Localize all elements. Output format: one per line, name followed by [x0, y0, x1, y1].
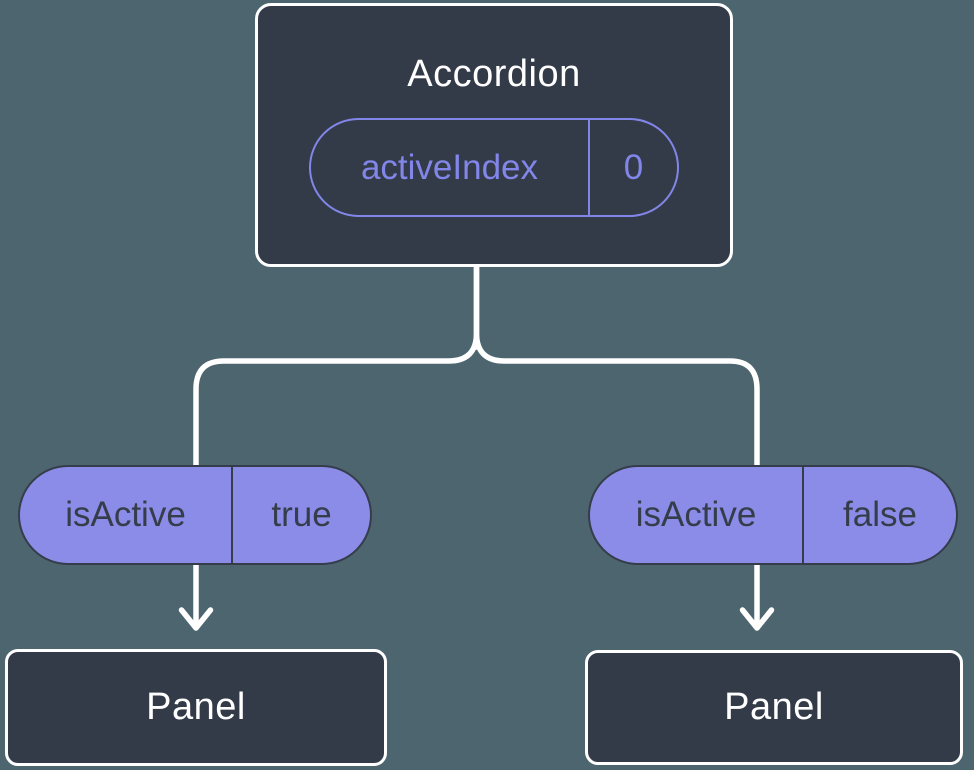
- connector-left-branch: [193, 264, 480, 624]
- panel-node-title: Panel: [724, 686, 824, 728]
- prop-pill-activeindex: activeIndex 0: [309, 118, 679, 217]
- state-pill-isactive-true: isActive true: [18, 465, 372, 565]
- state-pill-value: true: [271, 495, 332, 534]
- arrow-down-icon: [178, 607, 214, 631]
- state-pill-label: isActive: [20, 467, 233, 563]
- state-pill-isactive-false: isActive false: [588, 465, 958, 565]
- panel-node-title: Panel: [146, 686, 246, 728]
- accordion-node-title: Accordion: [407, 53, 581, 95]
- arrow-down-icon: [739, 607, 775, 631]
- state-pill-label: isActive: [590, 467, 804, 563]
- prop-pill-value: 0: [623, 147, 644, 187]
- accordion-node: Accordion activeIndex 0: [255, 3, 733, 267]
- panel-node-left: Panel: [5, 649, 387, 766]
- panel-node-right: Panel: [585, 650, 963, 765]
- connector-right-branch: [473, 264, 760, 624]
- state-pill-value: false: [843, 495, 917, 534]
- prop-pill-label: activeIndex: [311, 120, 590, 215]
